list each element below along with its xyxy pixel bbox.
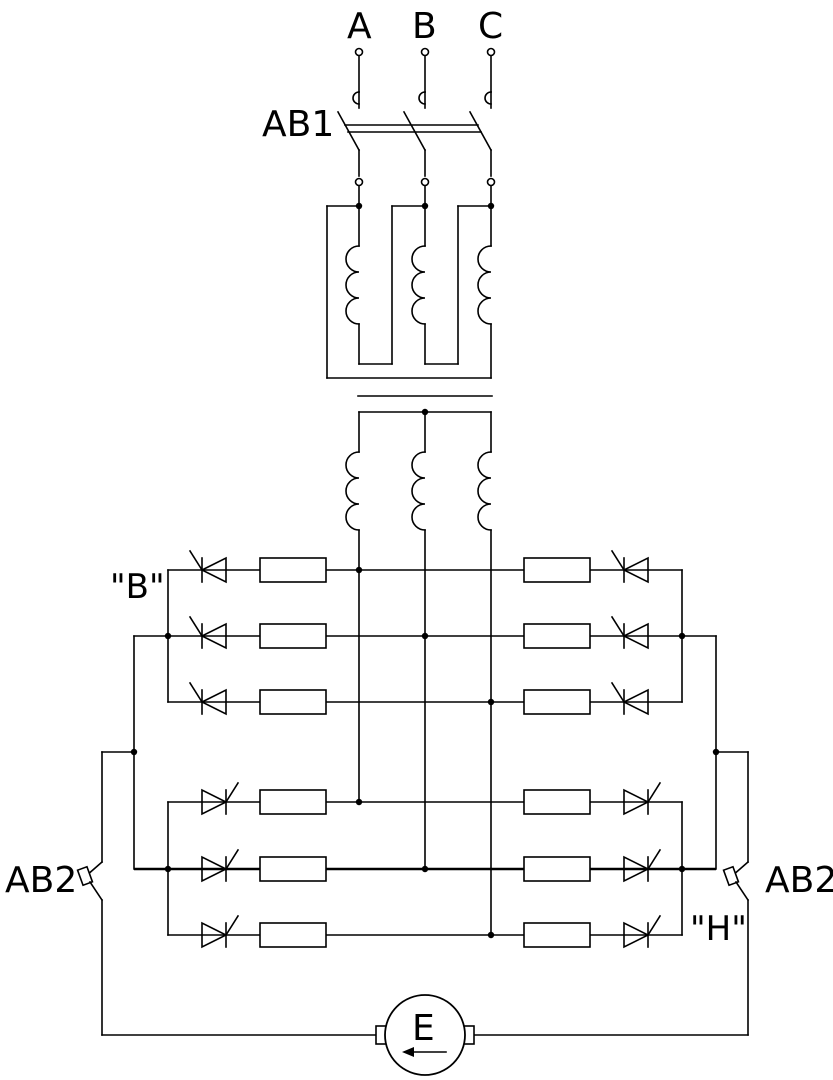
- motor-label: E: [412, 1008, 435, 1049]
- thyristors-forward: [188, 549, 649, 716]
- thyristor-bridge: [133, 557, 717, 948]
- phase-b-label: B: [412, 6, 437, 47]
- transformer-secondary: [345, 408, 492, 936]
- group-forward-label: "B": [110, 567, 165, 607]
- breaker-ab1: [336, 110, 496, 207]
- breaker-ab2-left: [76, 751, 135, 1036]
- thyristors-reverse: [201, 781, 662, 949]
- input-terminals: [352, 47, 496, 109]
- breaker-ab2-left-label: AB2: [5, 860, 77, 901]
- breaker-ab2-right: [715, 751, 750, 1036]
- group-reverse-label: "H": [690, 909, 747, 949]
- breaker-ab1-label: AB1: [262, 104, 334, 145]
- motor: [101, 994, 749, 1076]
- transformer-primary: [326, 202, 495, 379]
- breaker-ab2-right-label: AB2: [765, 860, 833, 901]
- phase-a-label: A: [347, 6, 372, 47]
- phase-c-label: C: [478, 6, 503, 47]
